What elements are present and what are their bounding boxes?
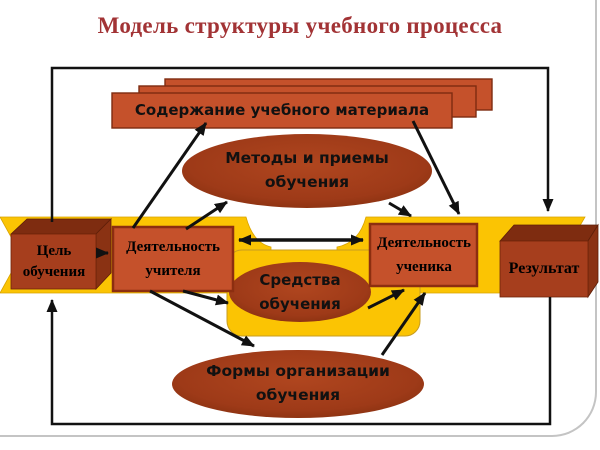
page-title: Модель структуры учебного процесса — [97, 13, 503, 38]
content-box-text: Содержание учебного материала — [134, 100, 430, 119]
content-box-label: Содержание учебного материала — [112, 94, 452, 127]
result-box — [499, 223, 599, 299]
methods-ellipse — [182, 134, 432, 208]
student-box-label: Деятельность ученика — [377, 235, 471, 275]
student-box — [368, 222, 479, 288]
feedback-loop-bottom — [46, 297, 552, 426]
forms-ellipse — [172, 350, 424, 418]
means-ellipse — [229, 262, 371, 322]
arrow-teacher-to-forms — [149, 289, 255, 348]
arrow-teacher-to-means — [182, 289, 229, 306]
arrow-teacher-to-methods — [185, 200, 228, 231]
forms-ellipse-label: Формы организации обучения — [206, 361, 390, 405]
means-ellipse-label: Средства обучения — [259, 271, 341, 313]
arrow-means-to-student — [367, 288, 405, 310]
methods-ellipse-label: Методы и приемы обучения — [225, 148, 389, 192]
arrow-teacher-to-content — [131, 122, 208, 229]
teacher-box — [111, 225, 235, 293]
feedback-loop-top — [50, 66, 554, 222]
goal-box-label: Цель обучения — [22, 242, 86, 281]
arrow-content-to-student — [411, 120, 461, 215]
arrow-forms-to-student — [380, 292, 427, 356]
result-box-label: Результат — [508, 259, 580, 277]
goal-box — [9, 218, 112, 291]
arrow-methods-to-student — [388, 201, 412, 218]
teacher-box-label: Деятельность учителя — [126, 239, 220, 279]
content-box-front — [111, 92, 453, 129]
